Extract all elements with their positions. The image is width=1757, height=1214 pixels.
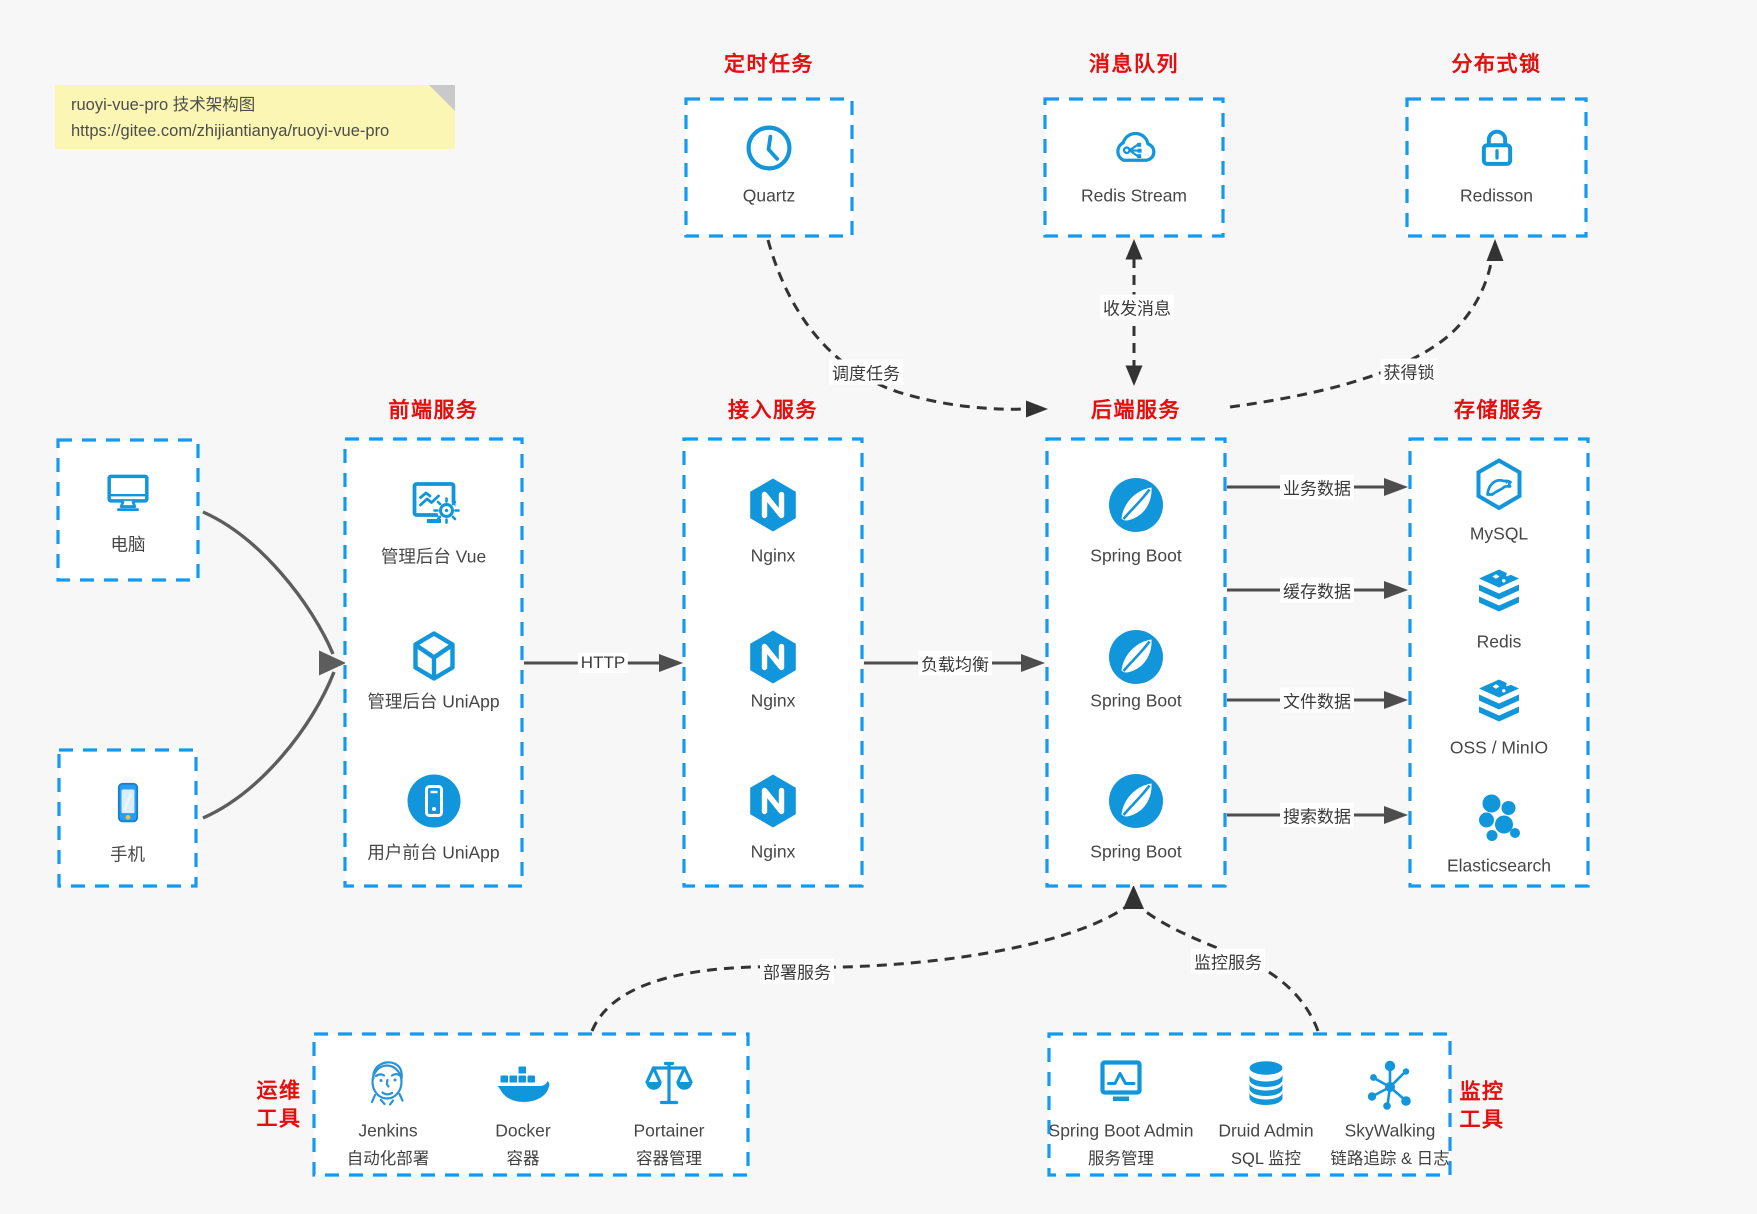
portainer-icon (637, 1051, 701, 1115)
message-queue-box-border (1043, 97, 1225, 238)
gateway-item-label: Nginx (750, 841, 796, 862)
edge-label-monitor-service: 监控服务 (1191, 948, 1265, 974)
druid-icon (1234, 1051, 1298, 1115)
monitor-tools-item-label: Druid Admin (1218, 1120, 1314, 1141)
spring-boot-admin-icon (1089, 1051, 1153, 1115)
distributed-lock-label: Redisson (1460, 185, 1533, 206)
edge-label-http: HTTP (577, 653, 629, 673)
monitor-tools-item-sublabel: 链路追踪 & 日志 (1330, 1150, 1450, 1168)
message-queue-title: 消息队列 (1089, 53, 1179, 76)
storage-item-label: Redis (1476, 631, 1522, 652)
ops-tools-item-sublabel: 自动化部署 (346, 1150, 430, 1168)
edge-label-deploy-service: 部署服务 (760, 958, 834, 984)
edge-label-load-balance: 负载均衡 (918, 650, 992, 676)
ops-tools-title: 运维工具 (256, 1079, 302, 1131)
redis-icon (1467, 668, 1531, 732)
edge-label-send-receive: 收发消息 (1100, 294, 1174, 320)
edge-label-business-data: 业务数据 (1280, 474, 1354, 500)
gateway-item-label: Nginx (750, 690, 796, 711)
lock-icon (1468, 119, 1526, 177)
edge-label-file-data: 文件数据 (1280, 687, 1354, 713)
docker-icon (491, 1051, 555, 1115)
uniapp-cube-icon (402, 625, 466, 689)
skywalking-icon (1358, 1051, 1422, 1115)
gateway-item-label: Nginx (750, 545, 796, 566)
monitor-tools-item-sublabel: 服务管理 (1088, 1150, 1154, 1168)
pc-label: 电脑 (110, 534, 146, 555)
clock-icon (740, 119, 798, 177)
storage-item-label: OSS / MinIO (1449, 737, 1549, 758)
message-queue-label: Redis Stream (1080, 185, 1188, 206)
ops-tools-box (312, 1032, 750, 1177)
monitor-tools-box-border (1047, 1032, 1452, 1177)
spring-icon (1104, 769, 1168, 833)
elasticsearch-icon (1467, 784, 1531, 848)
admin-vue-icon (402, 473, 466, 537)
nginx-icon (741, 769, 805, 833)
nginx-icon (741, 625, 805, 689)
frontend-item-label: 管理后台 UniApp (367, 691, 500, 712)
storage-box-border (1408, 437, 1590, 888)
frontend-item-label: 管理后台 Vue (380, 546, 487, 567)
backend-item-label: Spring Boot (1090, 545, 1182, 566)
scheduled-task-label: Quartz (742, 185, 796, 206)
monitor-tools-title: 监控工具 (1459, 1080, 1505, 1132)
jenkins-icon (356, 1051, 420, 1115)
ops-tools-item-label: Jenkins (358, 1120, 418, 1141)
monitor-tools-item-sublabel: SQL 监控 (1231, 1150, 1301, 1168)
smartphone-icon (100, 775, 156, 831)
edge-label-schedule-task: 调度任务 (829, 359, 903, 385)
storage-title: 存储服务 (1454, 399, 1544, 422)
spring-icon (1104, 473, 1168, 537)
edge-label-search-data: 搜索数据 (1280, 802, 1354, 828)
nginx-icon (741, 473, 805, 537)
distributed-lock-title: 分布式锁 (1451, 53, 1542, 76)
backend-item-label: Spring Boot (1090, 690, 1182, 711)
edge-label-cache-data: 缓存数据 (1280, 577, 1354, 603)
frontend-item-label: 用户前台 UniApp (367, 842, 500, 863)
app-circle-icon (402, 769, 466, 833)
spring-icon (1104, 625, 1168, 689)
phone-label: 手机 (110, 844, 145, 865)
ops-tools-item-label: Portainer (633, 1120, 705, 1141)
monitor-tools-item-label: Spring Boot Admin (1048, 1120, 1194, 1141)
ops-tools-item-sublabel: 容器管理 (636, 1150, 702, 1168)
storage-box (1408, 437, 1590, 888)
mysql-icon (1467, 453, 1531, 517)
storage-item-label: Elasticsearch (1446, 855, 1552, 876)
backend-item-label: Spring Boot (1090, 841, 1182, 862)
edge-label-acquire-lock: 获得锁 (1380, 358, 1438, 384)
distributed-lock-box (1405, 97, 1588, 238)
ops-tools-item-sublabel: 容器 (506, 1150, 540, 1168)
sticky-note: ruoyi-vue-pro 技术架构图 https://gitee.com/zh… (55, 85, 455, 149)
note-title: ruoyi-vue-pro 技术架构图 (71, 96, 256, 114)
ops-tools-item-label: Docker (495, 1120, 551, 1141)
cloud-share-icon (1105, 119, 1163, 177)
backend-title: 后端服务 (1091, 399, 1181, 422)
gateway-title: 接入服务 (728, 399, 818, 422)
folded-corner-icon (429, 85, 455, 111)
frontend-title: 前端服务 (388, 399, 479, 422)
distributed-lock-box-border (1405, 97, 1588, 238)
scheduled-task-title: 定时任务 (724, 53, 814, 76)
ops-tools-box-border (312, 1032, 750, 1177)
redis-icon (1467, 558, 1531, 622)
storage-item-label: MySQL (1469, 523, 1529, 544)
desktop-icon (100, 465, 156, 521)
message-queue-box (1043, 97, 1225, 238)
note-url: https://gitee.com/zhijiantianya/ruoyi-vu… (71, 122, 390, 141)
monitor-tools-box (1047, 1032, 1452, 1177)
monitor-tools-item-label: SkyWalking (1344, 1120, 1436, 1141)
